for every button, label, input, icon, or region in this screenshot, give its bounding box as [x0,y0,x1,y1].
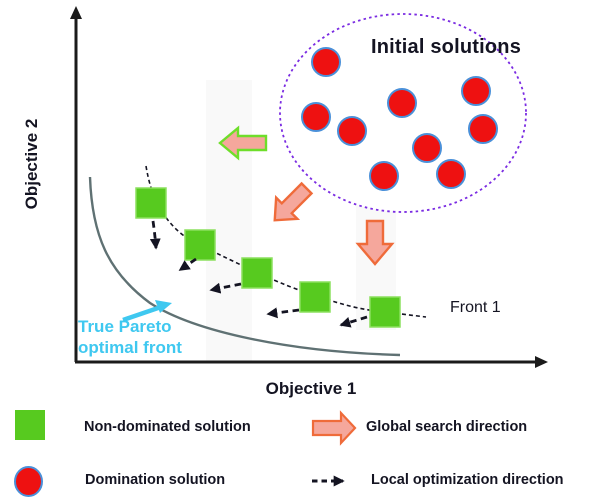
legend-label-global-search: Global search direction [366,419,528,435]
domination-solution-circle [387,88,417,118]
local-arrow-5 [339,315,368,328]
global-search-arrow-down [355,219,395,266]
non-dominated-solutions-group [135,187,401,328]
true-pareto-label: True Pareto optimal front [78,317,182,357]
domination-solution-circle [311,47,341,77]
background-band [206,80,252,362]
local-optimization-arrows [149,220,368,328]
x-axis-label: Objective 1 [265,379,357,398]
initial-solutions-label: Initial solutions [370,36,522,58]
local-arrow-2 [178,257,197,272]
domination-solution-circle [369,161,399,191]
domination-solution-circle [461,76,491,106]
legend-green-square [15,410,45,440]
legend-label-domination: Domination solution [85,472,226,488]
non-dominated-solution-square [184,229,216,261]
non-dominated-solution-square [369,296,401,328]
front1-label: Front 1 [450,299,501,316]
front1-dashed-curve [145,165,427,318]
domination-solution-circle [468,114,498,144]
domination-solution-circle [436,159,466,189]
pareto-pointer-arrowhead [155,300,172,313]
legend-global-arrow [311,410,357,446]
y-axis-arrowhead [70,6,82,19]
legend-label-non-dominated: Non-dominated solution [84,419,251,435]
domination-solutions-group [301,47,498,191]
local-arrow-1 [149,220,161,250]
non-dominated-solution-square [241,257,273,289]
x-axis-arrowhead [535,356,548,368]
global-search-arrow-left [218,125,268,161]
global-search-arrow-diagonal [273,181,314,222]
domination-solution-circle [337,116,367,146]
legend-label-local-optimization: Local optimization direction [371,472,564,488]
legend-red-circle [14,466,43,497]
non-dominated-solution-square [135,187,167,219]
local-arrow-4 [266,307,300,319]
local-arrow-3 [209,282,242,294]
y-axis-label: Objective 2 [22,118,41,210]
non-dominated-solution-square [299,281,331,313]
domination-solution-circle [301,102,331,132]
domination-solution-circle [412,133,442,163]
pareto-pointer-arrow [122,304,162,323]
